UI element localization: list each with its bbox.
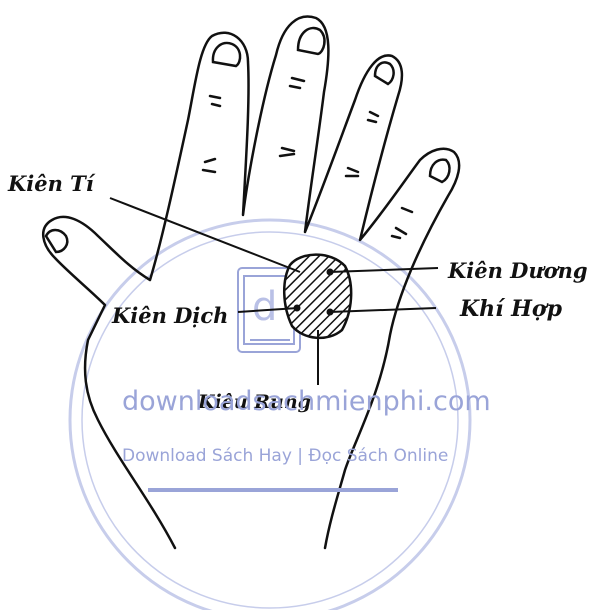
hatched-mount bbox=[284, 255, 351, 338]
label-kien-ti: Kiên Tí bbox=[8, 171, 94, 196]
watermark-tagline: Download Sách Hay | Đọc Sách Online bbox=[122, 446, 448, 466]
label-kien-dich: Kiên Dịch bbox=[112, 303, 228, 328]
svg-text:d: d bbox=[252, 284, 277, 330]
label-kien-duong: Kiên Dương bbox=[448, 258, 588, 283]
hand-outline bbox=[43, 17, 459, 548]
watermark-underline bbox=[148, 488, 398, 492]
label-khi-hop: Khí Hợp bbox=[460, 296, 562, 322]
watermark-site-text: downloadsachmienphi.com bbox=[122, 386, 491, 417]
